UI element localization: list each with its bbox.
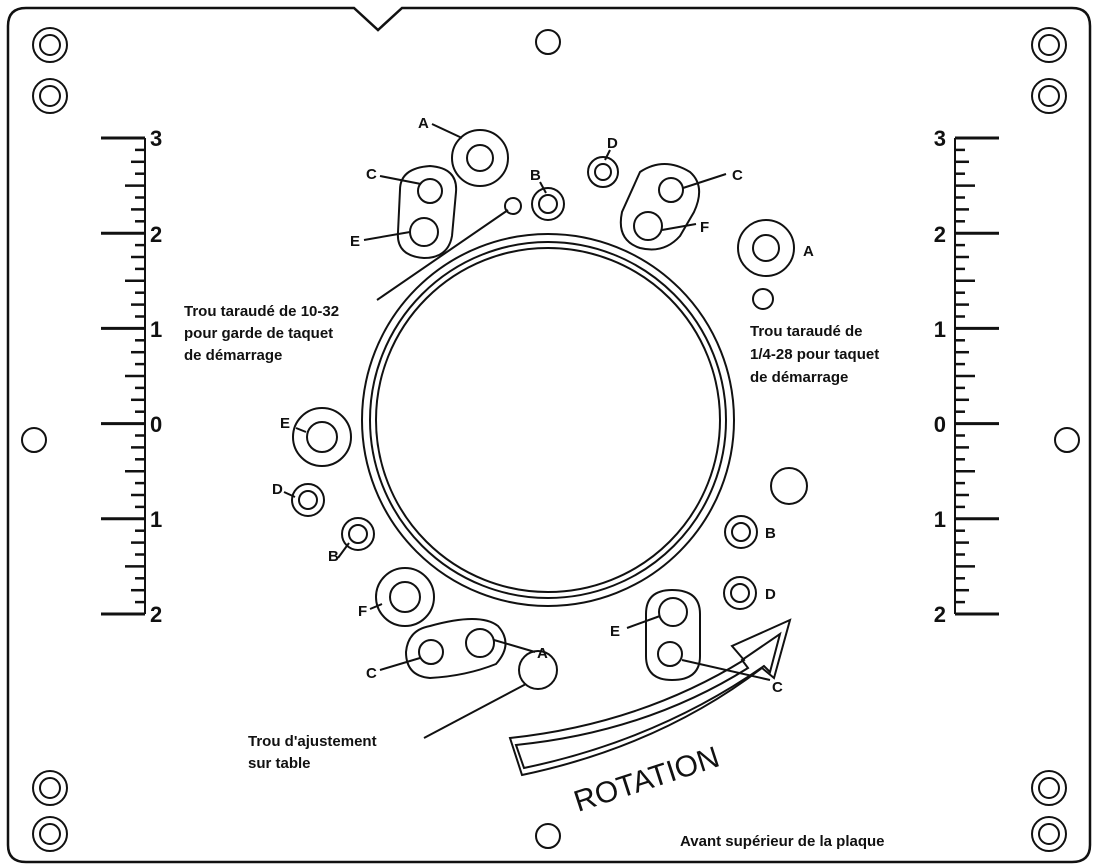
letter-a-top: A bbox=[418, 115, 429, 132]
hole-e-bottom-right bbox=[658, 597, 688, 627]
left-scale-label-2b: 2 bbox=[150, 602, 162, 627]
letter-d-top: D bbox=[607, 135, 618, 152]
letter-d-left: D bbox=[272, 481, 283, 498]
hole-a-top bbox=[451, 129, 509, 187]
edge-hole-top bbox=[535, 29, 561, 55]
svg-text:Trou d'ajustement: Trou d'ajustement bbox=[248, 733, 377, 750]
hole-d-left bbox=[291, 483, 325, 517]
rotation-label: ROTATION bbox=[570, 741, 723, 819]
hole-letters: A C E B D C F A E D B F A C B D E C bbox=[272, 115, 814, 696]
corner-hole-bottom-right-2 bbox=[1031, 816, 1067, 852]
hole-f-top-right bbox=[633, 211, 663, 241]
corner-hole-top-right-1 bbox=[1031, 27, 1067, 63]
letter-c-top-right: C bbox=[732, 167, 743, 184]
edge-hole-right bbox=[1054, 427, 1080, 453]
corner-hole-bottom-right-1 bbox=[1031, 770, 1067, 806]
hole-b-left bbox=[341, 517, 375, 551]
corner-holes bbox=[32, 27, 1067, 852]
slot-c-a-bottom-left bbox=[404, 618, 507, 680]
corner-hole-top-right-2 bbox=[1031, 78, 1067, 114]
hole-b-right bbox=[724, 515, 758, 549]
letter-b-right: B bbox=[765, 525, 776, 542]
right-scale-label-1: 1 bbox=[934, 317, 946, 342]
letter-c-bottom-right: C bbox=[772, 679, 783, 696]
annotation-table-adjust: Trou d'ajustement sur table bbox=[248, 733, 377, 772]
letter-e-bottom-right: E bbox=[610, 623, 620, 640]
svg-text:pour garde de taquet: pour garde de taquet bbox=[184, 325, 333, 342]
edge-hole-bottom bbox=[535, 823, 561, 849]
hole-d-right bbox=[723, 576, 757, 610]
corner-hole-top-left-1 bbox=[32, 27, 68, 63]
right-scale-label-2b: 2 bbox=[934, 602, 946, 627]
hole-c-top-left bbox=[417, 178, 443, 204]
annotation-tap-10-32: Trou taraudé de 10-32 pour garde de taqu… bbox=[184, 303, 339, 364]
corner-hole-bottom-left-2 bbox=[32, 816, 68, 852]
slot-e-c-bottom-right bbox=[645, 588, 701, 682]
svg-text:Trou taraudé de: Trou taraudé de bbox=[750, 323, 863, 340]
left-scale: 3 2 1 0 1 2 bbox=[101, 126, 162, 627]
slot-c-f-top-right bbox=[619, 163, 701, 251]
hole-a-bottom bbox=[465, 628, 495, 658]
svg-text:de démarrage: de démarrage bbox=[184, 347, 282, 364]
letter-b-top: B bbox=[530, 167, 541, 184]
slot-c-e-top-left bbox=[396, 164, 458, 260]
letter-a-right: A bbox=[803, 243, 814, 260]
hole-f-left bbox=[375, 567, 435, 627]
hole-1-4-28 bbox=[752, 288, 774, 310]
rotation-arrow bbox=[508, 618, 792, 777]
letter-b-left: B bbox=[328, 548, 339, 565]
hole-right-plain bbox=[770, 467, 808, 505]
hole-e-top-left bbox=[409, 217, 439, 247]
letter-a-bottom: A bbox=[537, 645, 548, 662]
annotation-front: Avant supérieur de la plaque bbox=[680, 833, 885, 850]
corner-hole-bottom-left-1 bbox=[32, 770, 68, 806]
hole-c-top-right bbox=[658, 177, 684, 203]
letter-d-right: D bbox=[765, 586, 776, 603]
svg-text:sur table: sur table bbox=[248, 755, 311, 772]
left-scale-label-2: 2 bbox=[150, 222, 162, 247]
svg-text:de démarrage: de démarrage bbox=[750, 369, 848, 386]
hole-10-32 bbox=[504, 197, 522, 215]
hole-table-adjust bbox=[518, 650, 558, 690]
corner-hole-top-left-2 bbox=[32, 78, 68, 114]
annotation-tap-1-4-28: Trou taraudé de 1/4-28 pour taquet de dé… bbox=[750, 323, 879, 386]
edge-hole-left bbox=[21, 427, 47, 453]
right-scale: 3 2 1 0 1 2 bbox=[934, 126, 999, 627]
left-scale-label-1b: 1 bbox=[150, 507, 162, 532]
hole-d-top bbox=[587, 156, 619, 188]
left-scale-label-3: 3 bbox=[150, 126, 162, 151]
hole-c-bottom-right bbox=[657, 641, 683, 667]
central-opening bbox=[361, 233, 735, 607]
right-scale-label-3: 3 bbox=[934, 126, 946, 151]
letter-f-top-right: F bbox=[700, 219, 709, 236]
right-scale-label-2: 2 bbox=[934, 222, 946, 247]
leader-lines bbox=[283, 123, 771, 739]
left-scale-label-0: 0 bbox=[150, 412, 162, 437]
right-scale-label-0: 0 bbox=[934, 412, 946, 437]
letter-e-left: E bbox=[280, 415, 290, 432]
right-scale-label-1b: 1 bbox=[934, 507, 946, 532]
letter-f-left: F bbox=[358, 603, 367, 620]
svg-text:1/4-28 pour taquet: 1/4-28 pour taquet bbox=[750, 346, 879, 363]
left-scale-label-1: 1 bbox=[150, 317, 162, 342]
plate-outline bbox=[6, 6, 1092, 864]
hole-c-bottom-left bbox=[418, 639, 444, 665]
letter-c-bottom-left: C bbox=[366, 665, 377, 682]
letter-c-top-left: C bbox=[366, 166, 377, 183]
hole-a-right bbox=[737, 219, 795, 277]
letter-e-top-left: E bbox=[350, 233, 360, 250]
hole-b-top bbox=[531, 187, 565, 221]
hole-e-left bbox=[292, 407, 352, 467]
svg-text:Trou taraudé de 10-32: Trou taraudé de 10-32 bbox=[184, 303, 339, 320]
